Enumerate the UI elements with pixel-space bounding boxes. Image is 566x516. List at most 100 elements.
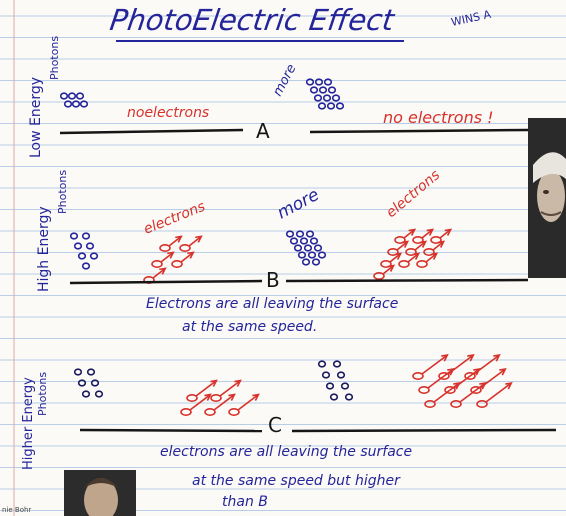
photon-dot xyxy=(71,100,81,108)
photon-dot xyxy=(311,258,321,266)
photon-cluster xyxy=(69,232,99,270)
row-b-side-label-1: High Energy xyxy=(36,206,52,292)
photon-dot xyxy=(81,390,91,398)
arrow-head xyxy=(187,251,195,259)
electron-dot xyxy=(464,371,476,380)
electron-arrows xyxy=(180,379,260,416)
electron-velocity-arrow xyxy=(396,240,409,251)
electron-velocity-arrow xyxy=(447,354,474,375)
photon-dot xyxy=(322,94,332,102)
electron-arrows xyxy=(373,228,453,280)
photon-cluster xyxy=(73,368,104,398)
photon-dot xyxy=(77,252,87,260)
photon-dot xyxy=(335,102,345,110)
electron-velocity-arrow xyxy=(389,252,402,263)
photon-cluster xyxy=(317,360,354,401)
photon-dot xyxy=(77,379,87,387)
electron-velocity-arrow xyxy=(237,393,259,411)
electron-velocity-arrow xyxy=(439,228,452,239)
surface-line xyxy=(309,128,529,134)
electron-dot xyxy=(470,385,482,394)
scientist-portrait-photo: nie Bohr xyxy=(2,470,136,516)
row-b-marker: B xyxy=(266,268,280,292)
photon-dot xyxy=(73,368,83,376)
arrow-head xyxy=(419,240,428,248)
surface-line xyxy=(291,428,557,433)
photon-dot xyxy=(59,92,69,100)
photon-dot xyxy=(309,86,319,94)
row-a-side-label-2: Photons xyxy=(48,36,61,80)
einstein-portrait-photo xyxy=(528,118,566,278)
electron-dot xyxy=(444,385,456,394)
electron-velocity-arrow xyxy=(160,251,174,263)
photon-dot xyxy=(313,94,323,102)
electron-dot xyxy=(151,259,163,268)
electron-dot xyxy=(228,407,240,416)
electron-velocity-arrow xyxy=(195,379,217,397)
photon-dot xyxy=(317,251,327,259)
photon-dot xyxy=(63,100,73,108)
row-c-caption-line-2: at the same speed but higher xyxy=(192,473,401,489)
electron-dot xyxy=(171,259,183,268)
electron-velocity-arrow xyxy=(414,240,427,251)
arrow-head xyxy=(505,382,513,390)
photon-dot xyxy=(329,393,339,401)
arrow-head xyxy=(408,228,417,236)
arrow-head xyxy=(195,235,203,243)
arrow-head xyxy=(426,228,435,236)
photon-dot xyxy=(81,232,91,240)
page-title: PhotoElectric Effect xyxy=(108,3,398,37)
photon-dot xyxy=(327,86,337,94)
svg-text:nie Bohr: nie Bohr xyxy=(2,506,31,514)
electron-dot xyxy=(380,259,392,268)
row-b-caption-line-2: at the same speed. xyxy=(182,319,317,335)
photon-dot xyxy=(297,251,307,259)
electron-dot xyxy=(476,399,488,408)
row-c-caption-line-3: than B xyxy=(222,494,268,510)
photon-dot xyxy=(81,262,91,270)
photon-dot xyxy=(336,371,346,379)
photon-dot xyxy=(332,360,342,368)
photon-dot xyxy=(318,86,328,94)
photon-dot xyxy=(86,368,96,376)
electron-dot xyxy=(159,244,171,253)
row-b-side-label-2: Photons xyxy=(56,170,69,214)
arrow-head xyxy=(401,240,410,248)
surface-line xyxy=(79,428,263,433)
row-a-side-label-1: Low Energy xyxy=(28,77,44,158)
electron-dot xyxy=(387,248,399,257)
photon-dot xyxy=(85,242,95,250)
row-c-caption-line-1: electrons are all leaving the surface xyxy=(160,444,412,460)
photon-dot xyxy=(317,360,327,368)
arrow-head xyxy=(175,235,183,243)
surface-line xyxy=(59,128,244,135)
electron-velocity-arrow xyxy=(473,354,500,375)
arrow-head xyxy=(441,354,449,362)
electron-dot xyxy=(394,236,406,245)
arrow-head xyxy=(467,354,475,362)
surface-line xyxy=(69,279,263,285)
photon-cluster xyxy=(285,230,327,266)
electron-velocity-arrow xyxy=(479,368,506,389)
photon-dot xyxy=(326,102,336,110)
row-c: Higher Energy Photons C electrons are al… xyxy=(21,354,557,510)
electron-dot xyxy=(416,259,428,268)
electron-arrows xyxy=(412,354,513,408)
electron-velocity-arrow xyxy=(421,354,448,375)
electron-dot xyxy=(412,371,424,380)
row-a-panel2-result: no electrons ! xyxy=(383,108,494,127)
row-c-marker: C xyxy=(268,413,282,437)
surface-line xyxy=(285,278,529,283)
electron-velocity-arrow xyxy=(180,251,194,263)
electron-velocity-arrow xyxy=(403,228,416,239)
electron-velocity-arrow xyxy=(213,393,235,411)
photon-dot xyxy=(67,92,77,100)
photon-dot xyxy=(79,100,89,108)
electron-velocity-arrow xyxy=(382,264,395,275)
electron-velocity-arrow xyxy=(485,382,512,403)
row-c-side-label-1: Higher Energy xyxy=(21,377,36,470)
electron-dot xyxy=(405,248,417,257)
electron-velocity-arrow xyxy=(425,252,438,263)
